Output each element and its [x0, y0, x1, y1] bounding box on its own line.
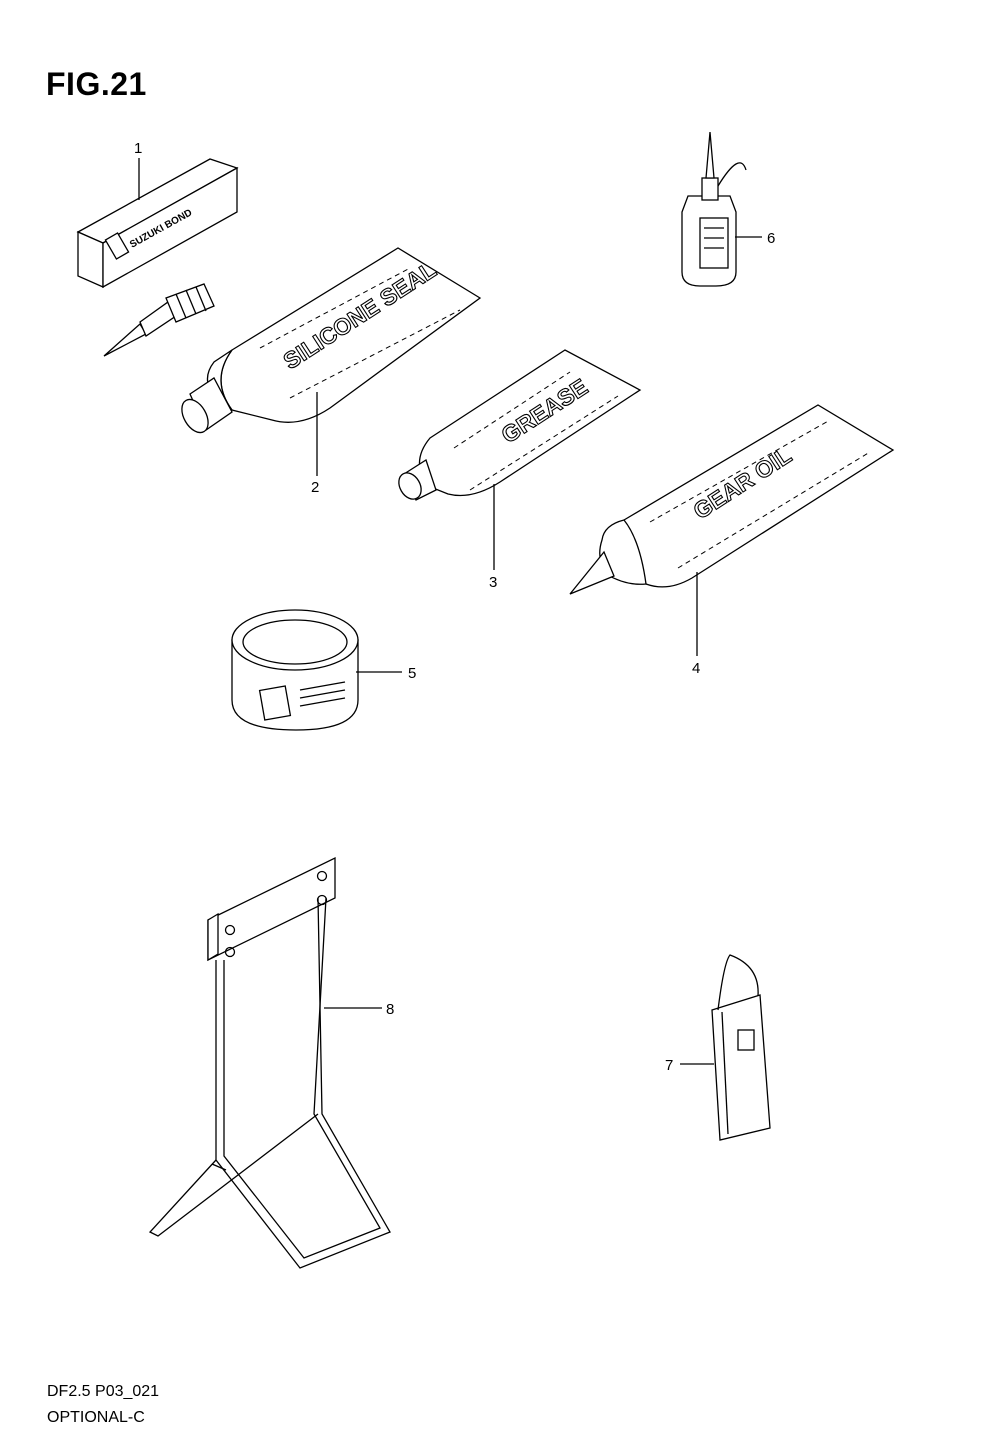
- leader-lines: [138, 158, 762, 1065]
- callout-8: 8: [386, 1001, 394, 1018]
- callout-4: 4: [692, 660, 700, 677]
- callout-3: 3: [489, 574, 497, 591]
- part-8-motor-stand: [148, 856, 391, 1269]
- part-6-oil-bottle: [681, 131, 747, 287]
- suzuki-logo-icon: [104, 232, 130, 260]
- callout-5: 5: [408, 665, 416, 682]
- section-label: OPTIONAL-C: [47, 1409, 145, 1426]
- part-4-gear-oil: GEAR OIL: [569, 404, 895, 595]
- callout-6: 6: [767, 230, 775, 247]
- part-3-grease: GREASE: [398, 349, 642, 501]
- part-5-can: [231, 609, 359, 731]
- callout-7: 7: [665, 1057, 673, 1074]
- figure-code: DF2.5 P03_021: [47, 1383, 160, 1400]
- part-7-pouch: [711, 954, 771, 1141]
- figure-title: FIG.21: [46, 66, 147, 102]
- callout-1: 1: [134, 140, 142, 157]
- suzuki-logo-icon: [258, 685, 292, 721]
- callout-2: 2: [311, 479, 319, 496]
- suzuki-logo-icon: [737, 1029, 755, 1051]
- part-1-bond-kit: SUZUKI BOND: [76, 158, 239, 357]
- part-2-silicone-seal: SILICONE SEAL: [181, 247, 482, 434]
